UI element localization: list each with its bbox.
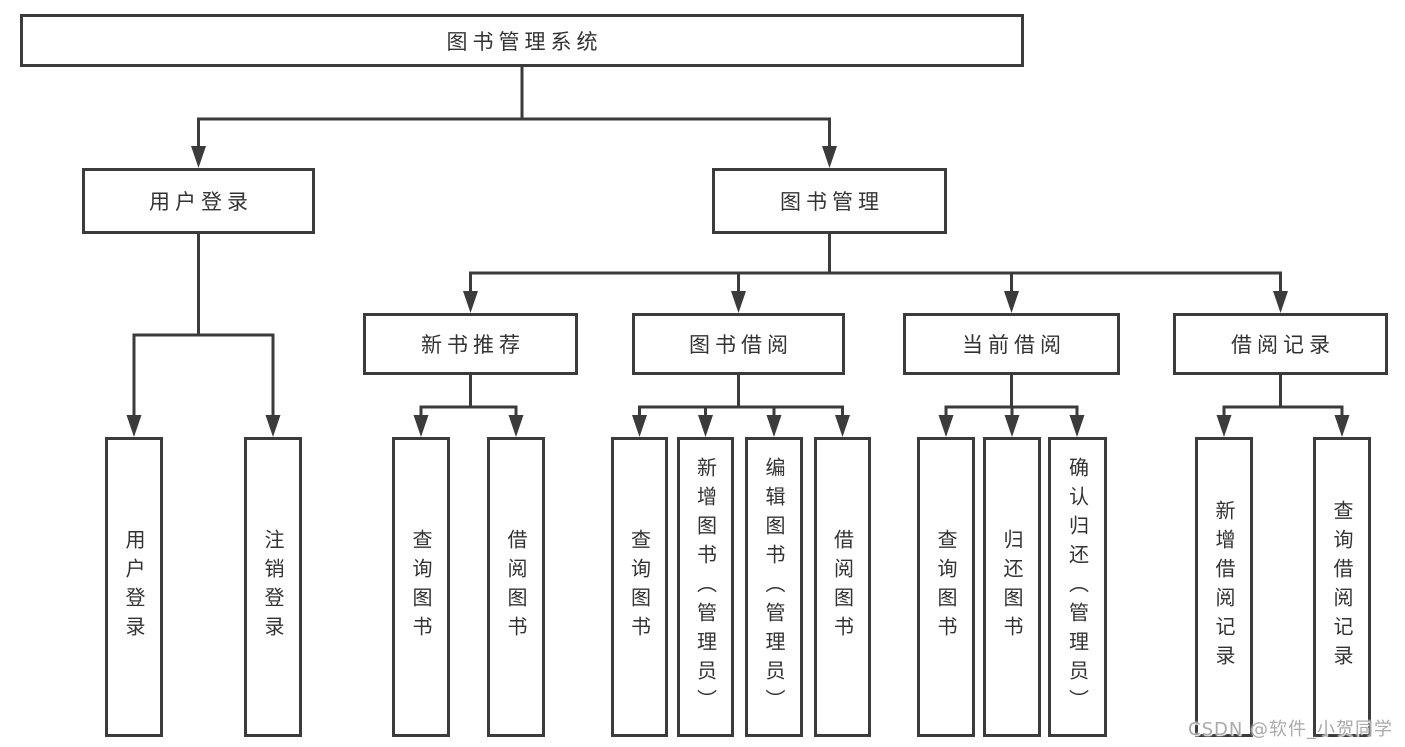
node-label: 借阅记录 — [1231, 333, 1335, 357]
connector-book-mgmt-to-level3 — [469, 232, 1282, 296]
node-label: 新增图书（管理员） — [693, 456, 718, 718]
arrowhead — [766, 415, 782, 437]
arrowhead — [938, 415, 954, 437]
connector-root-to-level2 — [197, 65, 831, 151]
arrowhead — [1069, 415, 1085, 437]
arrowhead — [731, 291, 746, 313]
node-new-book-recommend: 新书推荐 — [363, 313, 578, 375]
node-label: 查询图书 — [409, 529, 433, 645]
node-borrowing-records: 借阅记录 — [1173, 313, 1388, 375]
node-label: 借阅图书 — [504, 529, 528, 645]
csdn-watermark: CSDN @软件_小贺同学 — [1188, 719, 1394, 740]
arrowhead — [413, 415, 429, 437]
arrowhead — [1334, 415, 1350, 437]
arrowhead — [191, 146, 206, 168]
leaf-return-books: 归还图书 — [983, 437, 1041, 737]
connector-current-borrow-to-leaves — [944, 373, 1079, 420]
node-label: 当前借阅 — [962, 333, 1066, 357]
arrowhead — [508, 415, 524, 437]
arrowhead — [265, 415, 281, 437]
arrowhead — [1004, 291, 1019, 313]
node-label: 注销登录 — [261, 529, 285, 645]
leaf-borrow-books-1: 借阅图书 — [487, 437, 545, 737]
node-label: 编辑图书（管理员） — [762, 456, 786, 718]
node-current-borrowing: 当前借阅 — [903, 313, 1120, 375]
node-label: 查询借阅记录 — [1330, 500, 1354, 674]
arrowhead — [1004, 415, 1020, 437]
node-label: 新增借阅记录 — [1212, 500, 1236, 674]
arrowhead — [835, 415, 850, 437]
connector-book-borrow-to-leaves — [638, 373, 844, 420]
connector-new-book-to-leaves — [419, 373, 518, 420]
leaf-user-login: 用户登录 — [105, 437, 163, 737]
arrowhead — [632, 415, 647, 437]
arrowhead — [822, 146, 837, 168]
arrowhead — [698, 415, 713, 437]
leaf-query-books-3: 查询图书 — [917, 437, 975, 737]
leaf-logout: 注销登录 — [244, 437, 302, 737]
leaf-edit-books-admin: 编辑图书（管理员） — [745, 437, 803, 737]
leaf-query-borrow-record: 查询借阅记录 — [1313, 437, 1371, 737]
leaf-add-borrow-record: 新增借阅记录 — [1195, 437, 1253, 737]
leaf-query-books-2: 查询图书 — [611, 437, 668, 737]
node-label: 图书管理系统 — [446, 29, 603, 54]
leaf-borrow-books-2: 借阅图书 — [814, 437, 871, 737]
node-book-management: 图书管理 — [712, 168, 947, 234]
node-label: 查询图书 — [934, 529, 958, 645]
node-label: 用户登录 — [122, 529, 146, 645]
leaf-confirm-return-admin: 确认归还（管理员） — [1048, 437, 1107, 737]
leaf-query-books-1: 查询图书 — [392, 437, 450, 737]
connector-borrow-record-to-leaves — [1222, 373, 1344, 420]
arrowhead — [463, 291, 478, 313]
node-label: 借阅图书 — [830, 529, 855, 645]
node-label: 查询图书 — [627, 529, 652, 645]
node-library-management-system: 图书管理系统 — [20, 14, 1024, 67]
node-label: 图书借阅 — [689, 333, 793, 357]
arrowhead — [126, 415, 142, 437]
node-label: 新书推荐 — [421, 333, 525, 357]
connector-user-login-to-leaves — [132, 232, 275, 420]
node-label: 用户登录 — [149, 190, 253, 214]
leaf-add-books-admin: 新增图书（管理员） — [677, 437, 734, 737]
arrowhead — [1216, 415, 1232, 437]
node-book-borrowing: 图书借阅 — [632, 313, 845, 375]
arrowhead — [1273, 291, 1288, 313]
node-label: 确认归还（管理员） — [1065, 456, 1090, 718]
node-label: 图书管理 — [780, 190, 884, 214]
node-user-login: 用户登录 — [82, 168, 315, 234]
node-label: 归还图书 — [1000, 529, 1024, 645]
